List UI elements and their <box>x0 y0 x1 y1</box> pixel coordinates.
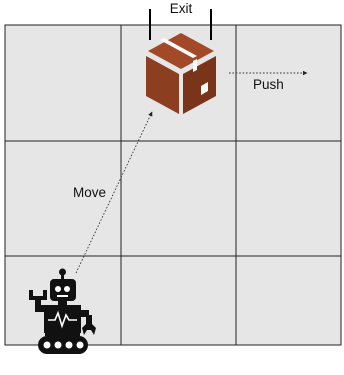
robot-neck <box>58 301 67 305</box>
robot-antenna-stem <box>61 273 64 279</box>
robot-track <box>38 336 88 354</box>
robot-right-wrench <box>82 315 96 335</box>
box-tape-side <box>193 59 197 72</box>
robot-body <box>44 305 81 333</box>
exit-marker: Exit <box>149 1 212 40</box>
tracked-robot-icon <box>29 268 96 354</box>
cardboard-box-icon <box>146 33 216 114</box>
robot-antenna-tip <box>59 268 66 276</box>
box-right-face <box>183 56 216 114</box>
move-label: Move <box>73 185 106 200</box>
robot-left-forearm <box>35 296 41 308</box>
robot-base <box>45 333 80 336</box>
robot-wheel-4 <box>76 341 84 349</box>
robot-eye-left <box>55 286 61 292</box>
robot-wheel-1 <box>43 341 51 349</box>
robot-left-arm <box>35 305 44 312</box>
box-label <box>201 82 208 95</box>
robot-head <box>50 279 76 301</box>
robot-wheel-3 <box>65 341 73 349</box>
robot-pulse-line <box>48 310 77 329</box>
exit-label: Exit <box>170 1 193 16</box>
robot-mouth <box>57 295 68 297</box>
move-arrow <box>75 111 153 274</box>
robot-eye-right <box>64 286 70 292</box>
box-tape <box>160 38 197 58</box>
robot-right-arm <box>81 310 89 317</box>
robot-wheel-2 <box>54 341 62 349</box>
box-left-face <box>146 56 179 114</box>
push-label: Push <box>253 77 284 92</box>
robot-left-claw <box>29 290 47 300</box>
